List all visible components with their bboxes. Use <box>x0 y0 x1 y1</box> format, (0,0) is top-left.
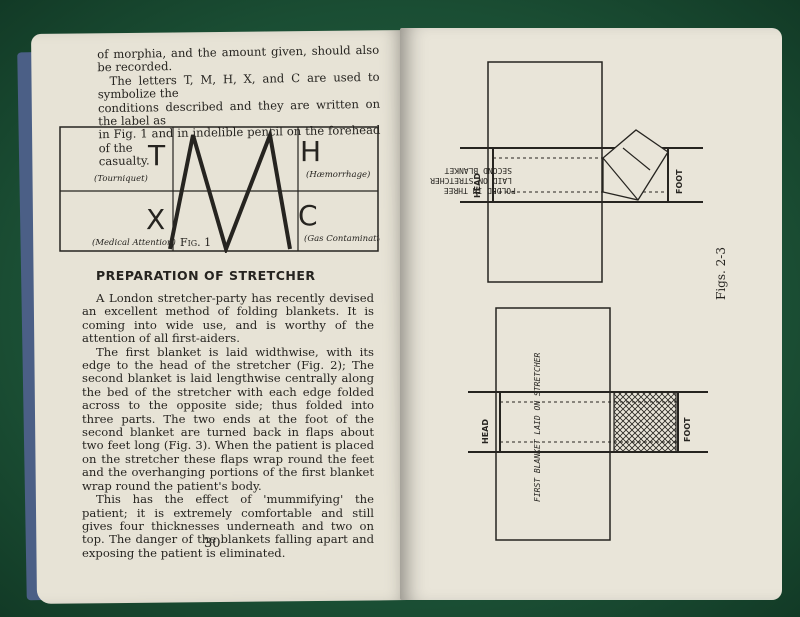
fig2-first-blanket <box>487 61 603 283</box>
fig2-foot-label: FOOT <box>675 169 684 194</box>
figures-2-3-stretcher-diagram: SECOND BLANKET LAID ON STRETCHER FOLDED … <box>430 61 708 541</box>
right-page <box>400 28 782 600</box>
letter-t: T <box>147 139 166 172</box>
label-medical-attention: (Medical Attention) <box>92 237 176 248</box>
label-tourniquet: (Tourniquet) <box>94 173 148 184</box>
fig3-blanket-text: FIRST BLANKET LAID ON STRETCHER <box>533 353 542 502</box>
letter-m-stroke <box>168 127 292 253</box>
fig3-first-blanket <box>495 307 611 541</box>
figure-2: SECOND BLANKET LAID ON STRETCHER FOLDED … <box>430 61 703 283</box>
figs-2-3-label: Figs. 2-3 <box>714 247 728 300</box>
fig2-head-label: HEAD <box>473 173 482 198</box>
fig2-flap-edge <box>622 147 651 171</box>
fig3-folded-flaps <box>613 391 677 453</box>
fig2-blanket-line3: FOLDED IN THREE <box>444 186 516 195</box>
page-number: 30 <box>204 536 221 551</box>
paragraph-3: This has the effect of 'mummifying' the … <box>82 492 374 560</box>
figure-1-caption: Fig. 1 <box>180 236 212 249</box>
paragraph-2: The first blanket is laid widthwise, wit… <box>82 344 374 493</box>
figure-3: FIRST BLANKET LAID ON STRETCHER HEAD FOO… <box>468 307 708 541</box>
body-text: A London stretcher-party has recently de… <box>82 291 374 560</box>
fig2-flap-crease <box>602 157 639 201</box>
paragraph-1: A London stretcher-party has recently de… <box>82 291 374 346</box>
section-heading: PREPARATION OF STRETCHER <box>96 268 316 283</box>
fig3-head-label: HEAD <box>481 419 490 444</box>
letter-x: X <box>146 203 165 236</box>
open-book <box>31 28 782 613</box>
figure-1-label-diagram: T X H C (Tourniquet) (Hæmorrhage) (Medic… <box>59 126 380 253</box>
fig2-blanket-line2: LAID ON STRETCHER <box>430 176 512 185</box>
letter-c: C <box>298 199 318 232</box>
figure-1-border <box>59 126 379 252</box>
letter-h: H <box>300 135 321 168</box>
fig2-blanket-line1: SECOND BLANKET <box>444 166 512 175</box>
fig2-folded-flap <box>602 129 669 201</box>
label-haemorrhage: (Hæmorrhage) <box>306 169 370 180</box>
label-gas-contamination: (Gas Contamination) <box>304 233 380 244</box>
fig3-foot-label: FOOT <box>683 417 692 442</box>
